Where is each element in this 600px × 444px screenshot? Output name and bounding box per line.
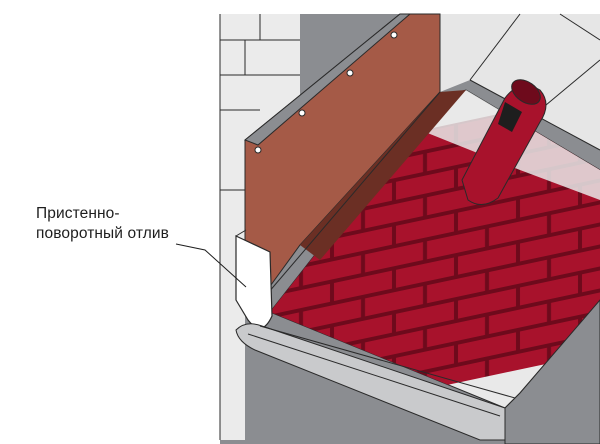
callout-label: Пристенно- поворотный отлив [36,204,169,244]
callout-leader-line [175,243,247,288]
fastener-screw-icon [298,109,306,117]
fastener-screw-icon [390,31,398,39]
callout-line-2: поворотный отлив [36,225,169,242]
fastener-screw-icon [254,146,262,154]
wall-brick-lines [219,14,300,440]
caulk-tube-icon [461,79,547,205]
fastener-screw-icon [346,69,354,77]
flashing-shadow [300,90,466,260]
callout-line-1: Пристенно- [36,205,120,222]
